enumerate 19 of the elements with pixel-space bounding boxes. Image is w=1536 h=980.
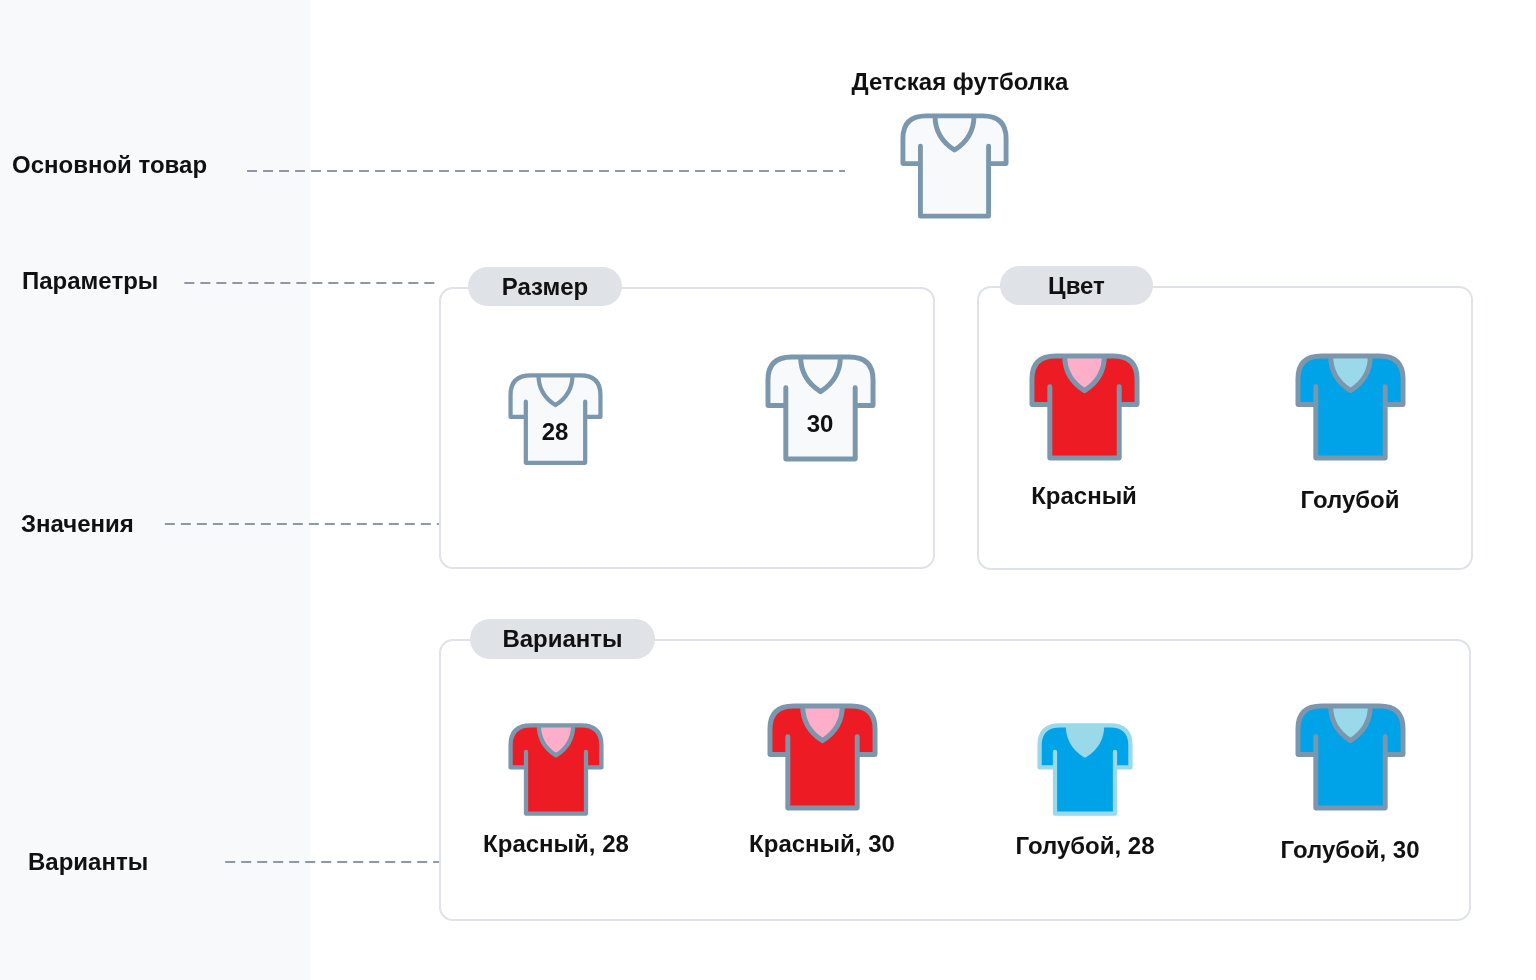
leader-line (224, 861, 440, 863)
variant-caption: Красный, 28 (483, 830, 629, 858)
leader-line (246, 170, 846, 172)
category-tag: Размер (468, 267, 622, 306)
product-title: Детская футболка (851, 68, 1069, 96)
row-label: Основной товар (12, 151, 208, 179)
variant-caption: Голубой, 28 (1015, 832, 1155, 860)
variant-caption: Голубой, 30 (1280, 836, 1420, 864)
variant-caption: Голубой (1300, 486, 1400, 514)
row-label: Значения (21, 510, 134, 538)
leader-line (163, 523, 440, 525)
variant-caption: Красный, 30 (749, 830, 895, 858)
row-label: Варианты (28, 848, 149, 876)
row-label: Параметры (22, 267, 159, 295)
category-tag: Цвет (1000, 266, 1153, 305)
size-label: 28 (541, 418, 569, 446)
variant-caption: Красный (1031, 482, 1137, 510)
category-tag: Варианты (470, 619, 655, 659)
size-label: 30 (806, 410, 834, 438)
